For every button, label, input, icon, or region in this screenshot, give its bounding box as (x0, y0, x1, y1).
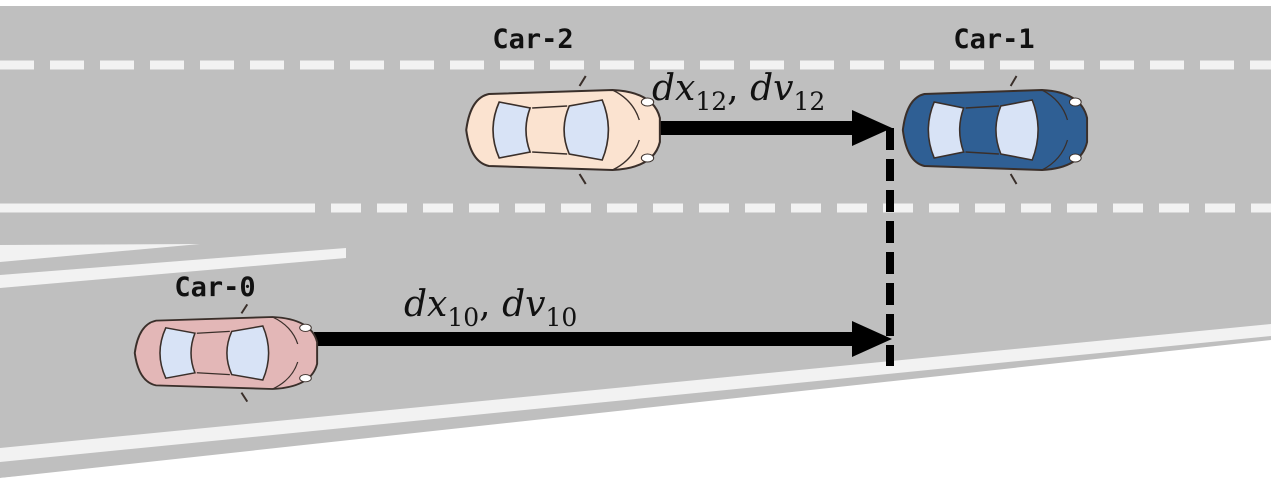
road (0, 6, 1271, 490)
gap-arrow-car-0-to-car-1 (314, 321, 892, 357)
relation-label-car-0-car-1: dx10, dv10 (404, 284, 577, 332)
arrow-head (852, 321, 892, 357)
roadside (0, 360, 1271, 490)
arrow-head (852, 110, 892, 146)
arrow-shaft (652, 121, 862, 135)
ramp-edge-line (0, 248, 346, 288)
ramp-gore-marking (0, 244, 200, 262)
road-edge-line (0, 324, 1271, 462)
car-2-label: Car-2 (492, 24, 573, 55)
relation-label-car-2-car-1: dx12, dv12 (652, 68, 825, 116)
car-0-label: Car-0 (174, 272, 255, 303)
car-1-label: Car-1 (953, 24, 1034, 55)
gap-arrow-car-2-to-car-1 (652, 110, 892, 146)
arrow-shaft (314, 332, 862, 346)
